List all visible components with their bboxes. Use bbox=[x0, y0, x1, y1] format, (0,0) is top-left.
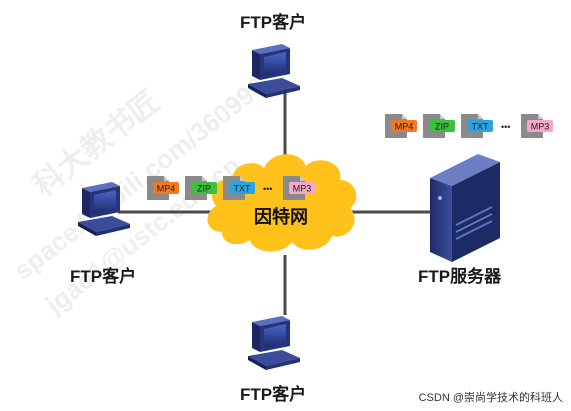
client-bottom-label: FTP客户 bbox=[240, 385, 307, 404]
file-tag-label: MP3 bbox=[531, 122, 550, 132]
file-tags-server: MP4 ZIP TXT ••• MP3 bbox=[385, 114, 553, 138]
file-tag-mp3: MP3 bbox=[521, 114, 553, 138]
file-tag-label: MP4 bbox=[395, 122, 414, 132]
server-label: FTP服务器 bbox=[418, 267, 502, 286]
file-tag-label: ZIP bbox=[435, 122, 449, 132]
credit-text: CSDN @崇尚学技术的科班人 bbox=[418, 392, 563, 404]
internet-label: 因特网 bbox=[254, 207, 308, 227]
computer-icon-top bbox=[248, 44, 300, 98]
computer-icon-left bbox=[78, 182, 130, 236]
file-tag-label: MP3 bbox=[293, 184, 312, 194]
client-left-label: FTP客户 bbox=[70, 267, 137, 286]
computer-icon-bottom bbox=[248, 316, 300, 370]
ellipsis-text: ••• bbox=[501, 122, 510, 132]
file-tag-label: MP4 bbox=[157, 184, 176, 194]
file-tag-label: ZIP bbox=[197, 184, 211, 194]
file-tag-txt: TXT bbox=[461, 114, 493, 138]
file-tag-mp4: MP4 bbox=[385, 114, 417, 138]
links bbox=[118, 88, 432, 315]
client-top-label: FTP客户 bbox=[240, 13, 307, 32]
file-tag-zip: ZIP bbox=[423, 114, 455, 138]
file-tag-label: TXT bbox=[472, 122, 490, 132]
file-tag-mp4: MP4 bbox=[147, 176, 179, 200]
internet-cloud bbox=[207, 154, 357, 252]
file-tag-txt: TXT bbox=[223, 176, 255, 200]
server-icon bbox=[430, 154, 500, 262]
file-tag-label: TXT bbox=[234, 184, 252, 194]
file-tag-zip: ZIP bbox=[185, 176, 217, 200]
file-tags-cloud: MP4 ZIP TXT ••• MP3 bbox=[147, 176, 315, 200]
ellipsis-text: ••• bbox=[263, 184, 272, 194]
file-tag-mp3: MP3 bbox=[283, 176, 315, 200]
